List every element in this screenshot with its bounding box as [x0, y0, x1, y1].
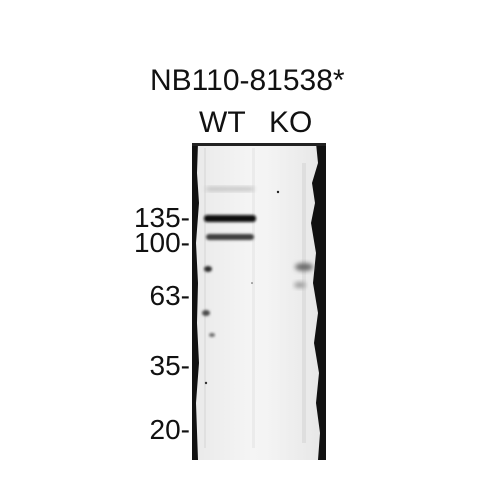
right-edge	[311, 143, 326, 460]
blot-svg	[192, 143, 326, 460]
antibody-label: NB110-81538*	[150, 64, 345, 97]
marker-63: 63-	[149, 280, 190, 311]
band-wt-100	[206, 234, 254, 240]
band-wt-faint-upper	[206, 187, 254, 191]
left-edge	[192, 143, 199, 460]
band-wt-135	[204, 215, 256, 222]
blot-image	[192, 143, 326, 460]
marker-135: 135-	[133, 202, 190, 233]
top-edge	[192, 143, 326, 146]
marker-20: 20-	[149, 414, 190, 445]
lane-label-ko: KO	[269, 106, 313, 139]
lane-label-wt: WT	[199, 106, 246, 139]
marker-35: 35-	[149, 350, 190, 381]
marker-100: 100-	[133, 227, 190, 258]
